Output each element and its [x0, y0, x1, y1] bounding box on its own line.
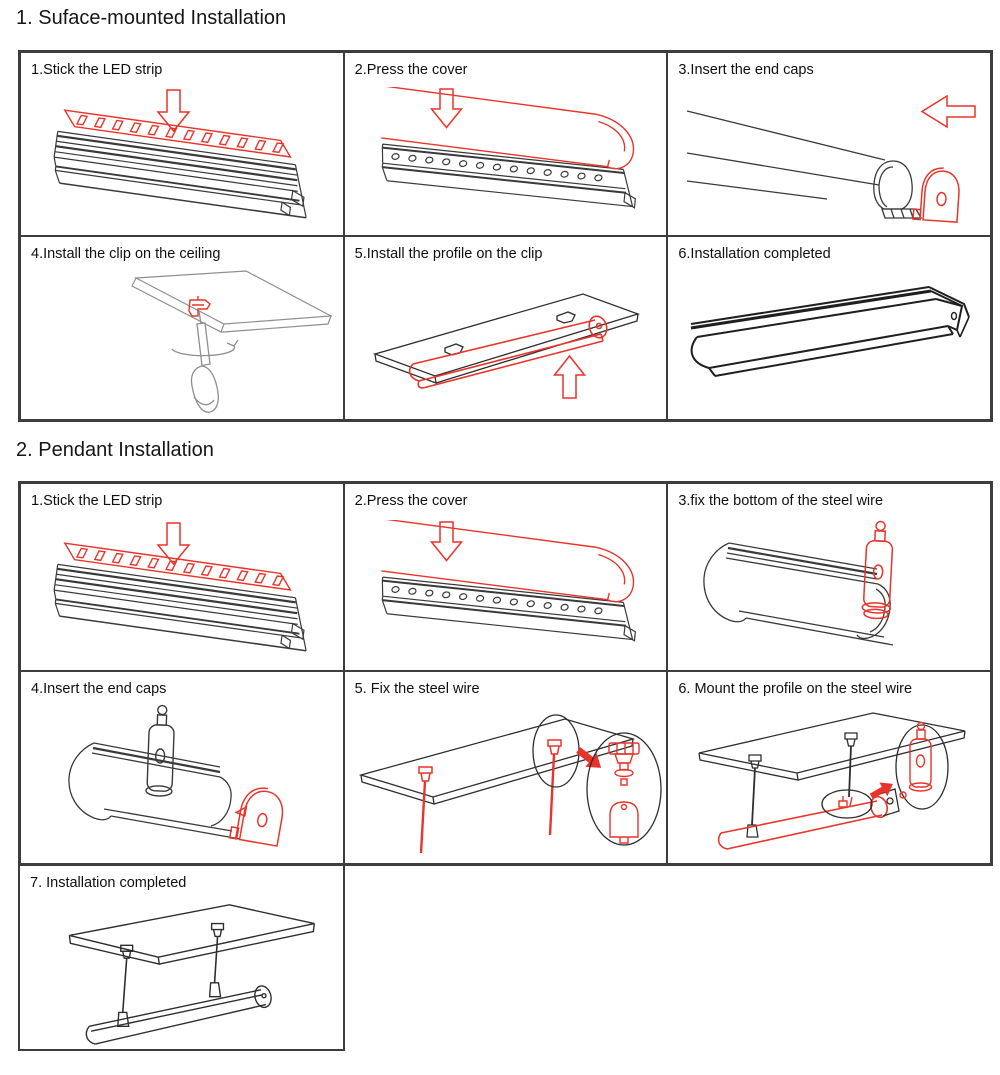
step-cell-surface-1: 1.Stick the LED strip [20, 52, 344, 236]
profile-tube [717, 795, 889, 850]
illustration-insert-end-caps-pendant [68, 704, 284, 847]
section-title-pendant: 2. Pendant Installation [16, 439, 214, 461]
gripper-detail [899, 721, 933, 799]
aluminum-profile [382, 576, 637, 642]
down-arrow-icon [430, 88, 464, 129]
end-cap [228, 786, 284, 847]
illustration-press-cover [379, 520, 637, 642]
step-cell-surface-4: 4.Install the clip on the ceiling [20, 236, 344, 420]
ceiling-panel [131, 269, 332, 333]
illustration-press-cover [379, 87, 637, 209]
profile-tube [409, 315, 609, 389]
step-label: 4.Insert the end caps [31, 681, 167, 697]
step-cell-surface-2: 2.Press the cover [343, 52, 668, 236]
down-arrow-icon [156, 522, 191, 566]
step-cell-pendant-3: 3.fix the bottom of the steel wire [667, 483, 991, 671]
step-cell-pendant-1: 1.Stick the LED strip [20, 483, 344, 671]
step-cell-surface-5: 5.Install the profile on the clip [343, 236, 668, 420]
pendant-steps-table: 1.Stick the LED strip [18, 481, 993, 866]
illustration-installation-completed [690, 286, 971, 377]
ceiling-panel [373, 293, 641, 384]
step-label: 6. Mount the profile on the steel wire [678, 681, 913, 697]
right-arrow-icon [576, 747, 602, 768]
profile-channel [703, 542, 894, 646]
illustration-pendant-completed [68, 904, 315, 1045]
step-label: 3.fix the bottom of the steel wire [678, 493, 884, 509]
section-title-surface-mounted: 1. Suface-mounted Installation [16, 7, 287, 29]
illustration-stick-led-strip [53, 522, 307, 652]
detail-circle [821, 789, 873, 819]
pendant-assembly [68, 904, 315, 1045]
step-label: 1.Stick the LED strip [31, 62, 163, 78]
wire-mount-left [418, 766, 434, 854]
mounted-profile [690, 286, 971, 377]
wire-mount-exploded [608, 742, 641, 844]
steel-wire-gripper [145, 704, 175, 797]
step-cell-pendant-6: 6. Mount the profile on the steel wire [667, 671, 991, 864]
illustration-fix-steel-wire [359, 714, 663, 854]
illustration-fix-wire-bottom [703, 520, 894, 646]
profile-tube [687, 110, 923, 219]
step-cell-surface-3: 3.Insert the end caps [667, 52, 991, 236]
wire-mount-right [547, 739, 563, 836]
cover [379, 520, 635, 603]
illustration-stick-led-strip [53, 89, 307, 219]
illustration-profile-on-clip [373, 293, 641, 399]
down-arrow-icon [430, 521, 464, 562]
down-arrow-icon [156, 89, 191, 133]
step-cell-surface-6: 6.Installation completed [667, 236, 991, 420]
ceiling-panel [698, 712, 966, 781]
detail-circle [532, 714, 581, 788]
step-cell-pendant-7: 7. Installation completed [18, 864, 345, 1051]
step-label: 7. Installation completed [30, 875, 187, 891]
detail-circle-large [895, 724, 949, 810]
step-label: 4.Install the clip on the ceiling [31, 246, 221, 262]
steel-wire-gripper [861, 520, 894, 620]
aluminum-profile [53, 130, 307, 219]
illustration-install-clip [131, 269, 332, 413]
up-right-arrow-icon [869, 782, 894, 799]
left-arrow-icon [920, 94, 976, 129]
step-cell-pendant-5: 5. Fix the steel wire [343, 671, 668, 864]
illustration-mount-profile-wire [698, 712, 966, 850]
aluminum-profile [53, 563, 307, 652]
up-arrow-icon [553, 354, 587, 399]
step-label: 3.Insert the end caps [678, 62, 814, 78]
led-strip [63, 109, 292, 158]
step-label: 5.Install the profile on the clip [354, 246, 543, 262]
illustration-insert-end-caps [687, 94, 976, 223]
cover [379, 87, 635, 170]
aluminum-profile [382, 143, 637, 209]
surface-mounted-steps-table: 1.Stick the LED strip [18, 50, 993, 422]
screwdriver [171, 310, 239, 413]
step-label: 2.Press the cover [354, 62, 468, 78]
step-cell-pendant-4: 4.Insert the end caps [20, 671, 344, 864]
ceiling-panel [359, 718, 636, 805]
wire-fastener [838, 796, 853, 808]
detail-circle-large [586, 732, 663, 846]
mounting-clip [188, 295, 211, 317]
step-label: 5. Fix the steel wire [354, 681, 480, 697]
end-cap [912, 167, 960, 223]
step-cell-pendant-2: 2.Press the cover [343, 483, 668, 671]
led-strip [63, 542, 292, 591]
step-label: 2.Press the cover [354, 493, 468, 509]
steel-wires [746, 732, 858, 838]
step-label: 1.Stick the LED strip [31, 493, 163, 509]
step-label: 6.Installation completed [678, 246, 831, 262]
